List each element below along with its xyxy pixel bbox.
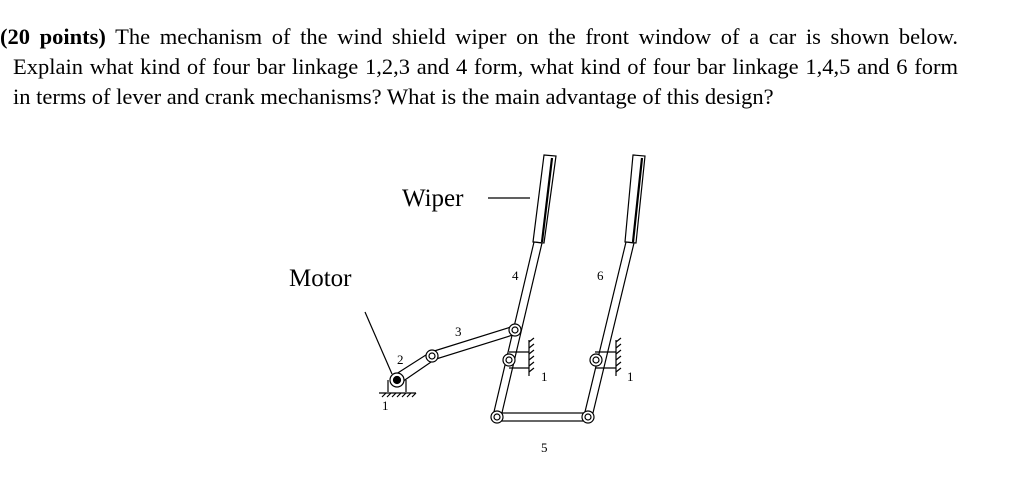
question-body: The mechanism of the wind shield wiper o… [13, 24, 958, 109]
wiper-label: Wiper [402, 185, 464, 212]
motor-ground [379, 380, 417, 398]
ground-pivot-4 [509, 337, 535, 376]
link-6 [583, 241, 635, 418]
question-text: (20 points) The mechanism of the wind sh… [0, 22, 958, 112]
link-label-5: 5 [541, 440, 548, 455]
link-label-4: 4 [512, 268, 519, 283]
link-label-2: 2 [397, 352, 404, 367]
link-label-3: 3 [455, 324, 462, 339]
link-5 [496, 412, 589, 422]
points-label: (20 points) [0, 24, 106, 49]
joints [389, 323, 603, 424]
motor-leader-line [364, 311, 393, 375]
link-label-6: 6 [597, 268, 604, 283]
ground-pivot-6 [595, 337, 622, 376]
link-label-1-a: 1 [541, 369, 548, 384]
wiper-6 [583, 154, 646, 418]
motor-label: Motor [289, 265, 352, 292]
link-label-1-b: 1 [627, 369, 634, 384]
link-label-1-motor: 1 [382, 398, 389, 413]
link-3 [430, 325, 517, 361]
